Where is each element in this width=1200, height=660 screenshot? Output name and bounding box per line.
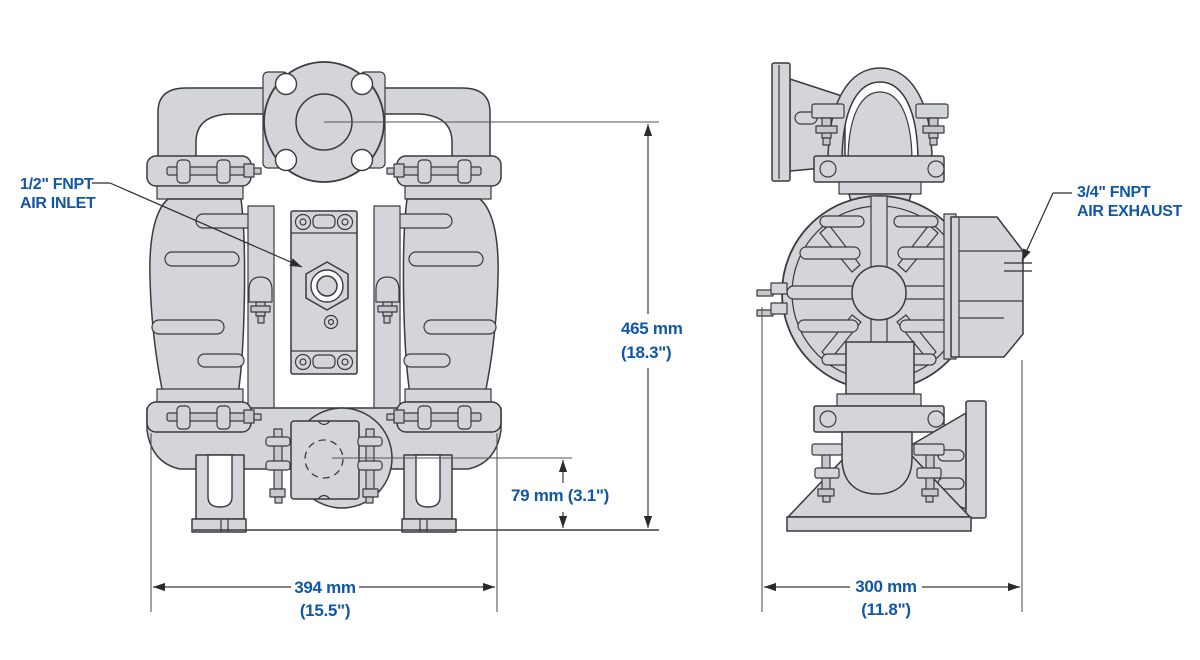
dim-width-imperial: (15.5") xyxy=(300,601,350,620)
port-clamp xyxy=(265,428,291,504)
port-bore-hidden xyxy=(304,439,344,479)
chamber-rib xyxy=(197,353,245,368)
leader-arrow xyxy=(109,182,303,268)
lower-clamp-lug xyxy=(811,443,843,503)
dimension-depth: 300 mm (11.8") xyxy=(761,307,1023,619)
dim-width-metric: 394 mm xyxy=(294,578,356,597)
air-inlet-label-line2: AIR INLET xyxy=(20,195,96,212)
stand-base xyxy=(786,516,972,532)
dimension-width: 394 mm (15.5") xyxy=(150,433,498,620)
bar-bolt xyxy=(927,160,945,178)
callout-air-inlet: 1/2" FNPT AIR INLET xyxy=(20,176,303,268)
front-view xyxy=(146,61,502,533)
exhaust-muffler xyxy=(943,213,1032,360)
clamp-step xyxy=(156,388,244,403)
rod-clamp xyxy=(248,276,273,303)
dim-height-metric: 465 mm xyxy=(621,319,683,338)
clamp-lug xyxy=(811,103,845,146)
dim-depth-metric: 300 mm xyxy=(855,577,917,596)
dimension-height: 465 mm (18.3") xyxy=(193,121,683,531)
housing-rib xyxy=(786,285,858,300)
side-assembly-lower xyxy=(146,388,262,533)
clamp-step xyxy=(156,185,244,200)
dimension-port-height: 79 mm (3.1") xyxy=(332,457,609,528)
bar-bolt xyxy=(819,160,837,178)
bolt-hole xyxy=(274,148,298,172)
bar-bolt xyxy=(927,410,945,428)
air-exhaust-label-line2: AIR EXHAUST xyxy=(1077,203,1183,220)
callout-air-exhaust: 3/4" FNPT AIR EXHAUST xyxy=(1021,184,1183,262)
air-inlet-fitting xyxy=(305,261,349,311)
pilot-port xyxy=(323,314,339,330)
air-inlet-label-line1: 1/2" FNPT xyxy=(20,176,94,193)
diaphragm-chamber xyxy=(149,198,246,395)
bolt-hole xyxy=(350,72,374,96)
side-assembly-upper xyxy=(146,155,275,433)
bottom-flange-plate xyxy=(965,400,987,519)
housing-rib xyxy=(819,215,865,228)
top-flange-plate xyxy=(771,62,791,182)
dome-clamp xyxy=(811,67,949,163)
valve-bolt xyxy=(294,213,354,371)
lower-dome xyxy=(841,431,913,495)
leader-arrow xyxy=(1021,192,1054,262)
port-flange xyxy=(290,420,360,500)
housing-rib xyxy=(799,246,861,260)
bolt-hole xyxy=(350,148,374,172)
rim-clamp-left xyxy=(756,282,788,317)
lower-block xyxy=(845,341,915,395)
dim-depth-imperial: (11.8") xyxy=(861,600,910,619)
chamber-rib xyxy=(151,319,225,335)
side-view xyxy=(756,62,1032,532)
hub xyxy=(851,265,907,321)
bar-bolt xyxy=(819,410,837,428)
bolt-hole xyxy=(274,72,298,96)
housing-rib xyxy=(797,319,859,333)
dim-height-imperial: (18.3") xyxy=(621,343,671,362)
dim-port-height: 79 mm (3.1") xyxy=(511,486,609,505)
chamber-rib xyxy=(164,251,240,267)
housing-rib xyxy=(893,215,939,228)
air-valve-body xyxy=(290,210,358,375)
air-exhaust-label-line1: 3/4" FNPT xyxy=(1077,184,1151,201)
foot xyxy=(191,454,247,533)
